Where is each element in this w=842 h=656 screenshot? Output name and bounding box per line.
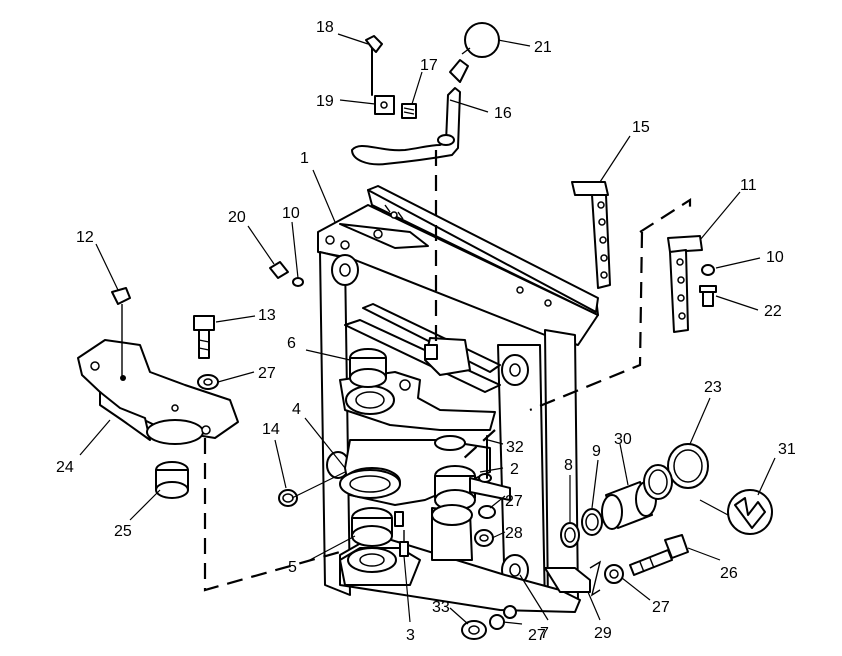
callout-25: 25 xyxy=(114,523,132,540)
assembly-dashed-lines xyxy=(203,150,692,592)
callout-11: 11 xyxy=(740,177,757,194)
callout-18: 18 xyxy=(316,19,334,36)
callout-13: 13 xyxy=(258,307,276,324)
washer-27-left xyxy=(197,374,219,390)
leader-lines xyxy=(79,33,776,625)
plate-19 xyxy=(374,95,395,115)
handle-lever xyxy=(351,22,500,166)
callout-10-left: 10 xyxy=(282,205,300,222)
nut-33 xyxy=(461,620,487,640)
bolt-13 xyxy=(193,315,215,359)
bolt-26 xyxy=(629,534,689,576)
callout-10-right: 10 xyxy=(766,249,784,266)
main-frame xyxy=(317,185,599,613)
bracket-11 xyxy=(667,235,703,333)
callout-labels: 1 2 3 4 5 6 7 8 9 10 10 11 12 13 14 15 1… xyxy=(56,19,796,644)
callout-8: 8 xyxy=(564,457,573,474)
callout-27-left: 27 xyxy=(258,365,276,382)
lower-clamp-assembly xyxy=(339,504,494,586)
callout-9: 9 xyxy=(592,443,601,460)
callout-22: 22 xyxy=(764,303,782,320)
callout-20: 20 xyxy=(228,209,246,226)
callout-26: 26 xyxy=(720,565,738,582)
callout-1: 1 xyxy=(300,150,309,167)
ring-8 xyxy=(560,522,580,548)
callout-27-bottom: 27 xyxy=(528,627,546,644)
callout-6: 6 xyxy=(287,335,296,352)
callout-19: 19 xyxy=(316,93,334,110)
bracket-15 xyxy=(571,181,611,289)
callout-7: 7 xyxy=(540,625,549,642)
callout-5: 5 xyxy=(288,559,297,576)
washer-10-right xyxy=(701,264,715,276)
washer-27-mid xyxy=(478,505,496,519)
screw-20 xyxy=(269,261,289,279)
spring-17 xyxy=(401,103,417,119)
callout-31: 31 xyxy=(778,441,796,458)
callout-12: 12 xyxy=(76,229,94,246)
callout-23: 23 xyxy=(704,379,722,396)
callout-27-right: 27 xyxy=(652,599,670,616)
washer-27-bottom xyxy=(489,605,517,630)
callout-28: 28 xyxy=(505,525,523,542)
bushing-25 xyxy=(155,461,189,499)
callout-17: 17 xyxy=(420,57,438,74)
pin-18 xyxy=(365,35,383,96)
spring-29 xyxy=(589,560,602,597)
callout-14: 14 xyxy=(262,421,280,438)
upper-clamp-arm xyxy=(339,348,496,431)
side-plate-24 xyxy=(77,339,239,445)
callout-24: 24 xyxy=(56,459,74,476)
seal-ring-4 xyxy=(339,469,401,499)
callout-3: 3 xyxy=(406,627,415,644)
callout-27-mid: 27 xyxy=(505,493,523,510)
callout-2: 2 xyxy=(510,461,519,478)
callout-4: 4 xyxy=(292,401,301,418)
callout-30: 30 xyxy=(614,431,632,448)
ring-9 xyxy=(581,508,603,536)
oring-14 xyxy=(278,489,298,507)
grease-fitting-12 xyxy=(111,287,131,378)
callout-29: 29 xyxy=(594,625,612,642)
washer-10-left xyxy=(292,277,304,287)
seal-23 xyxy=(667,443,709,489)
callout-21: 21 xyxy=(534,39,552,56)
callout-16: 16 xyxy=(494,105,512,122)
screw-22 xyxy=(699,285,717,307)
callout-33: 33 xyxy=(432,599,450,616)
callout-32: 32 xyxy=(506,439,524,456)
callout-15: 15 xyxy=(632,119,650,136)
detail-31 xyxy=(699,489,773,535)
seal-inner xyxy=(643,464,673,500)
washer-27-right xyxy=(604,564,624,584)
